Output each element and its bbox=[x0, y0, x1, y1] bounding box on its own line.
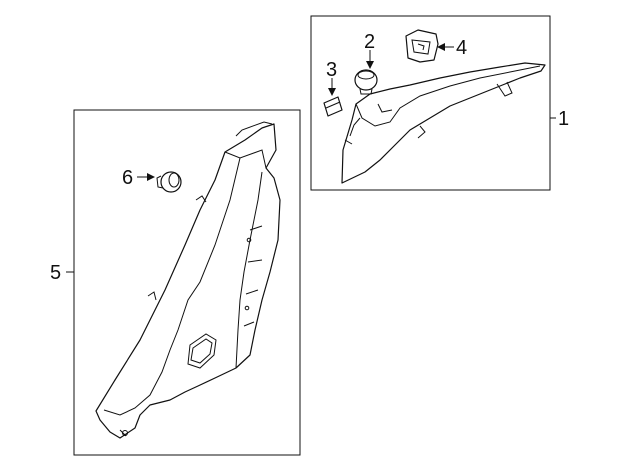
callout-2: 2 bbox=[364, 31, 375, 53]
callout-5: 5 bbox=[50, 262, 61, 284]
upper-group-frame bbox=[310, 15, 551, 191]
clip-4[interactable] bbox=[405, 29, 439, 63]
callout-2-arrow bbox=[366, 61, 374, 69]
lower-group-frame bbox=[73, 109, 301, 456]
callout-4-arrow bbox=[437, 43, 445, 51]
callout-1: 1 bbox=[558, 108, 569, 130]
lower-quarter-trim-panel[interactable] bbox=[95, 121, 281, 439]
callout-6-arrow bbox=[147, 173, 155, 181]
push-retainer-6[interactable] bbox=[156, 171, 182, 193]
callout-4: 4 bbox=[456, 37, 467, 59]
lower-trim-group bbox=[66, 109, 301, 456]
push-retainer-2[interactable] bbox=[354, 69, 378, 95]
callout-6: 6 bbox=[122, 167, 133, 189]
callout-3: 3 bbox=[326, 59, 337, 81]
upper-trim-group bbox=[310, 15, 556, 191]
tape-pad-3[interactable] bbox=[323, 96, 343, 117]
upper-quarter-trim-panel[interactable] bbox=[341, 62, 546, 184]
callout-3-arrow bbox=[328, 88, 336, 96]
